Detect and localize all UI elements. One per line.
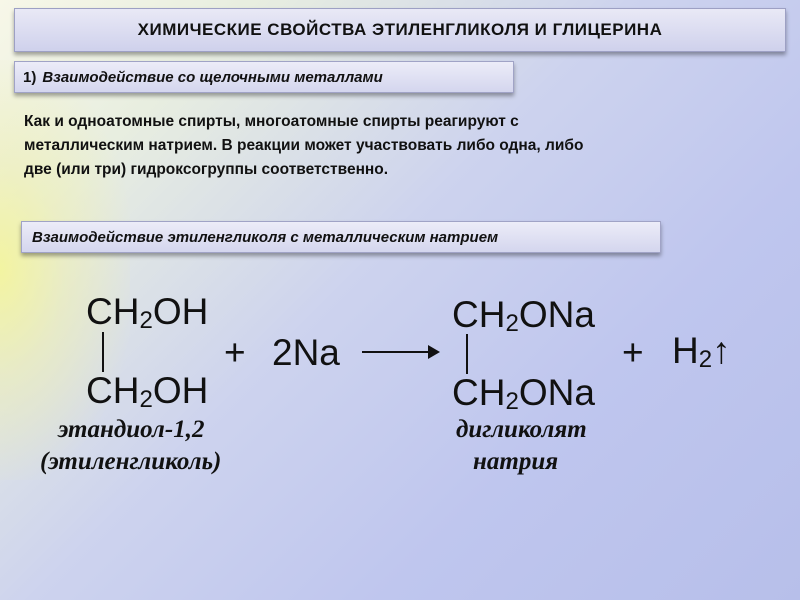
reactant-bottom-formula: CH2OH bbox=[86, 370, 209, 412]
formula-group: OH bbox=[152, 291, 209, 332]
formula-subscript: 2 bbox=[505, 388, 519, 415]
reactant-caption-line1: этандиол-1,2 bbox=[58, 416, 205, 443]
section-number: 1) bbox=[23, 68, 37, 86]
formula-subscript: 2 bbox=[139, 386, 153, 413]
paragraph-line: две (или три) гидроксогруппы соответстве… bbox=[24, 161, 389, 178]
hydrogen-gas-formula: H2↑ bbox=[672, 330, 731, 372]
plus-sign: + bbox=[622, 332, 644, 373]
description-paragraph: Как и одноатомные спирты, многоатомные с… bbox=[24, 110, 764, 182]
subsection-heading: Взаимодействие этиленгликоля с металличе… bbox=[21, 221, 661, 253]
reagent-formula: 2Na bbox=[272, 332, 340, 373]
formula-group: ONa bbox=[518, 372, 595, 413]
page-title: ХИМИЧЕСКИЕ СВОЙСТВА ЭТИЛЕНГЛИКОЛЯ И ГЛИЦ… bbox=[137, 20, 663, 39]
reaction-arrow bbox=[362, 345, 440, 359]
formula-base: CH bbox=[452, 294, 506, 335]
formula-subscript: 2 bbox=[698, 346, 713, 373]
formula-base: CH bbox=[86, 370, 140, 411]
section-heading-text: Взаимодействие со щелочными металлами bbox=[42, 68, 383, 86]
formula-group: OH bbox=[152, 370, 209, 411]
product-bottom-formula: CH2ONa bbox=[452, 372, 595, 414]
formula-subscript: 2 bbox=[139, 307, 153, 334]
formula-base: H bbox=[672, 330, 699, 371]
product-bond-line bbox=[466, 334, 468, 374]
formula-base: CH bbox=[452, 372, 506, 413]
reactant-caption-line2: (этиленгликоль) bbox=[40, 448, 222, 475]
reactant-bond-line bbox=[102, 332, 104, 372]
paragraph-line: металлическим натрием. В реакции может у… bbox=[24, 137, 584, 154]
gas-arrow-icon: ↑ bbox=[712, 330, 731, 371]
product-caption-line1: дигликолят bbox=[456, 416, 587, 443]
formula-subscript: 2 bbox=[505, 310, 519, 337]
plus-sign: + bbox=[224, 332, 246, 373]
product-top-formula: CH2ONa bbox=[452, 294, 595, 336]
title-banner: ХИМИЧЕСКИЕ СВОЙСТВА ЭТИЛЕНГЛИКОЛЯ И ГЛИЦ… bbox=[14, 8, 786, 52]
formula-base: CH bbox=[86, 291, 140, 332]
section-heading: 1) Взаимодействие со щелочными металлами bbox=[14, 61, 514, 93]
formula-group: ONa bbox=[518, 294, 595, 335]
paragraph-line: Как и одноатомные спирты, многоатомные с… bbox=[24, 113, 519, 130]
reactant-top-formula: CH2OH bbox=[86, 291, 209, 333]
background-glow bbox=[0, 60, 130, 480]
product-caption-line2: натрия bbox=[473, 448, 559, 475]
